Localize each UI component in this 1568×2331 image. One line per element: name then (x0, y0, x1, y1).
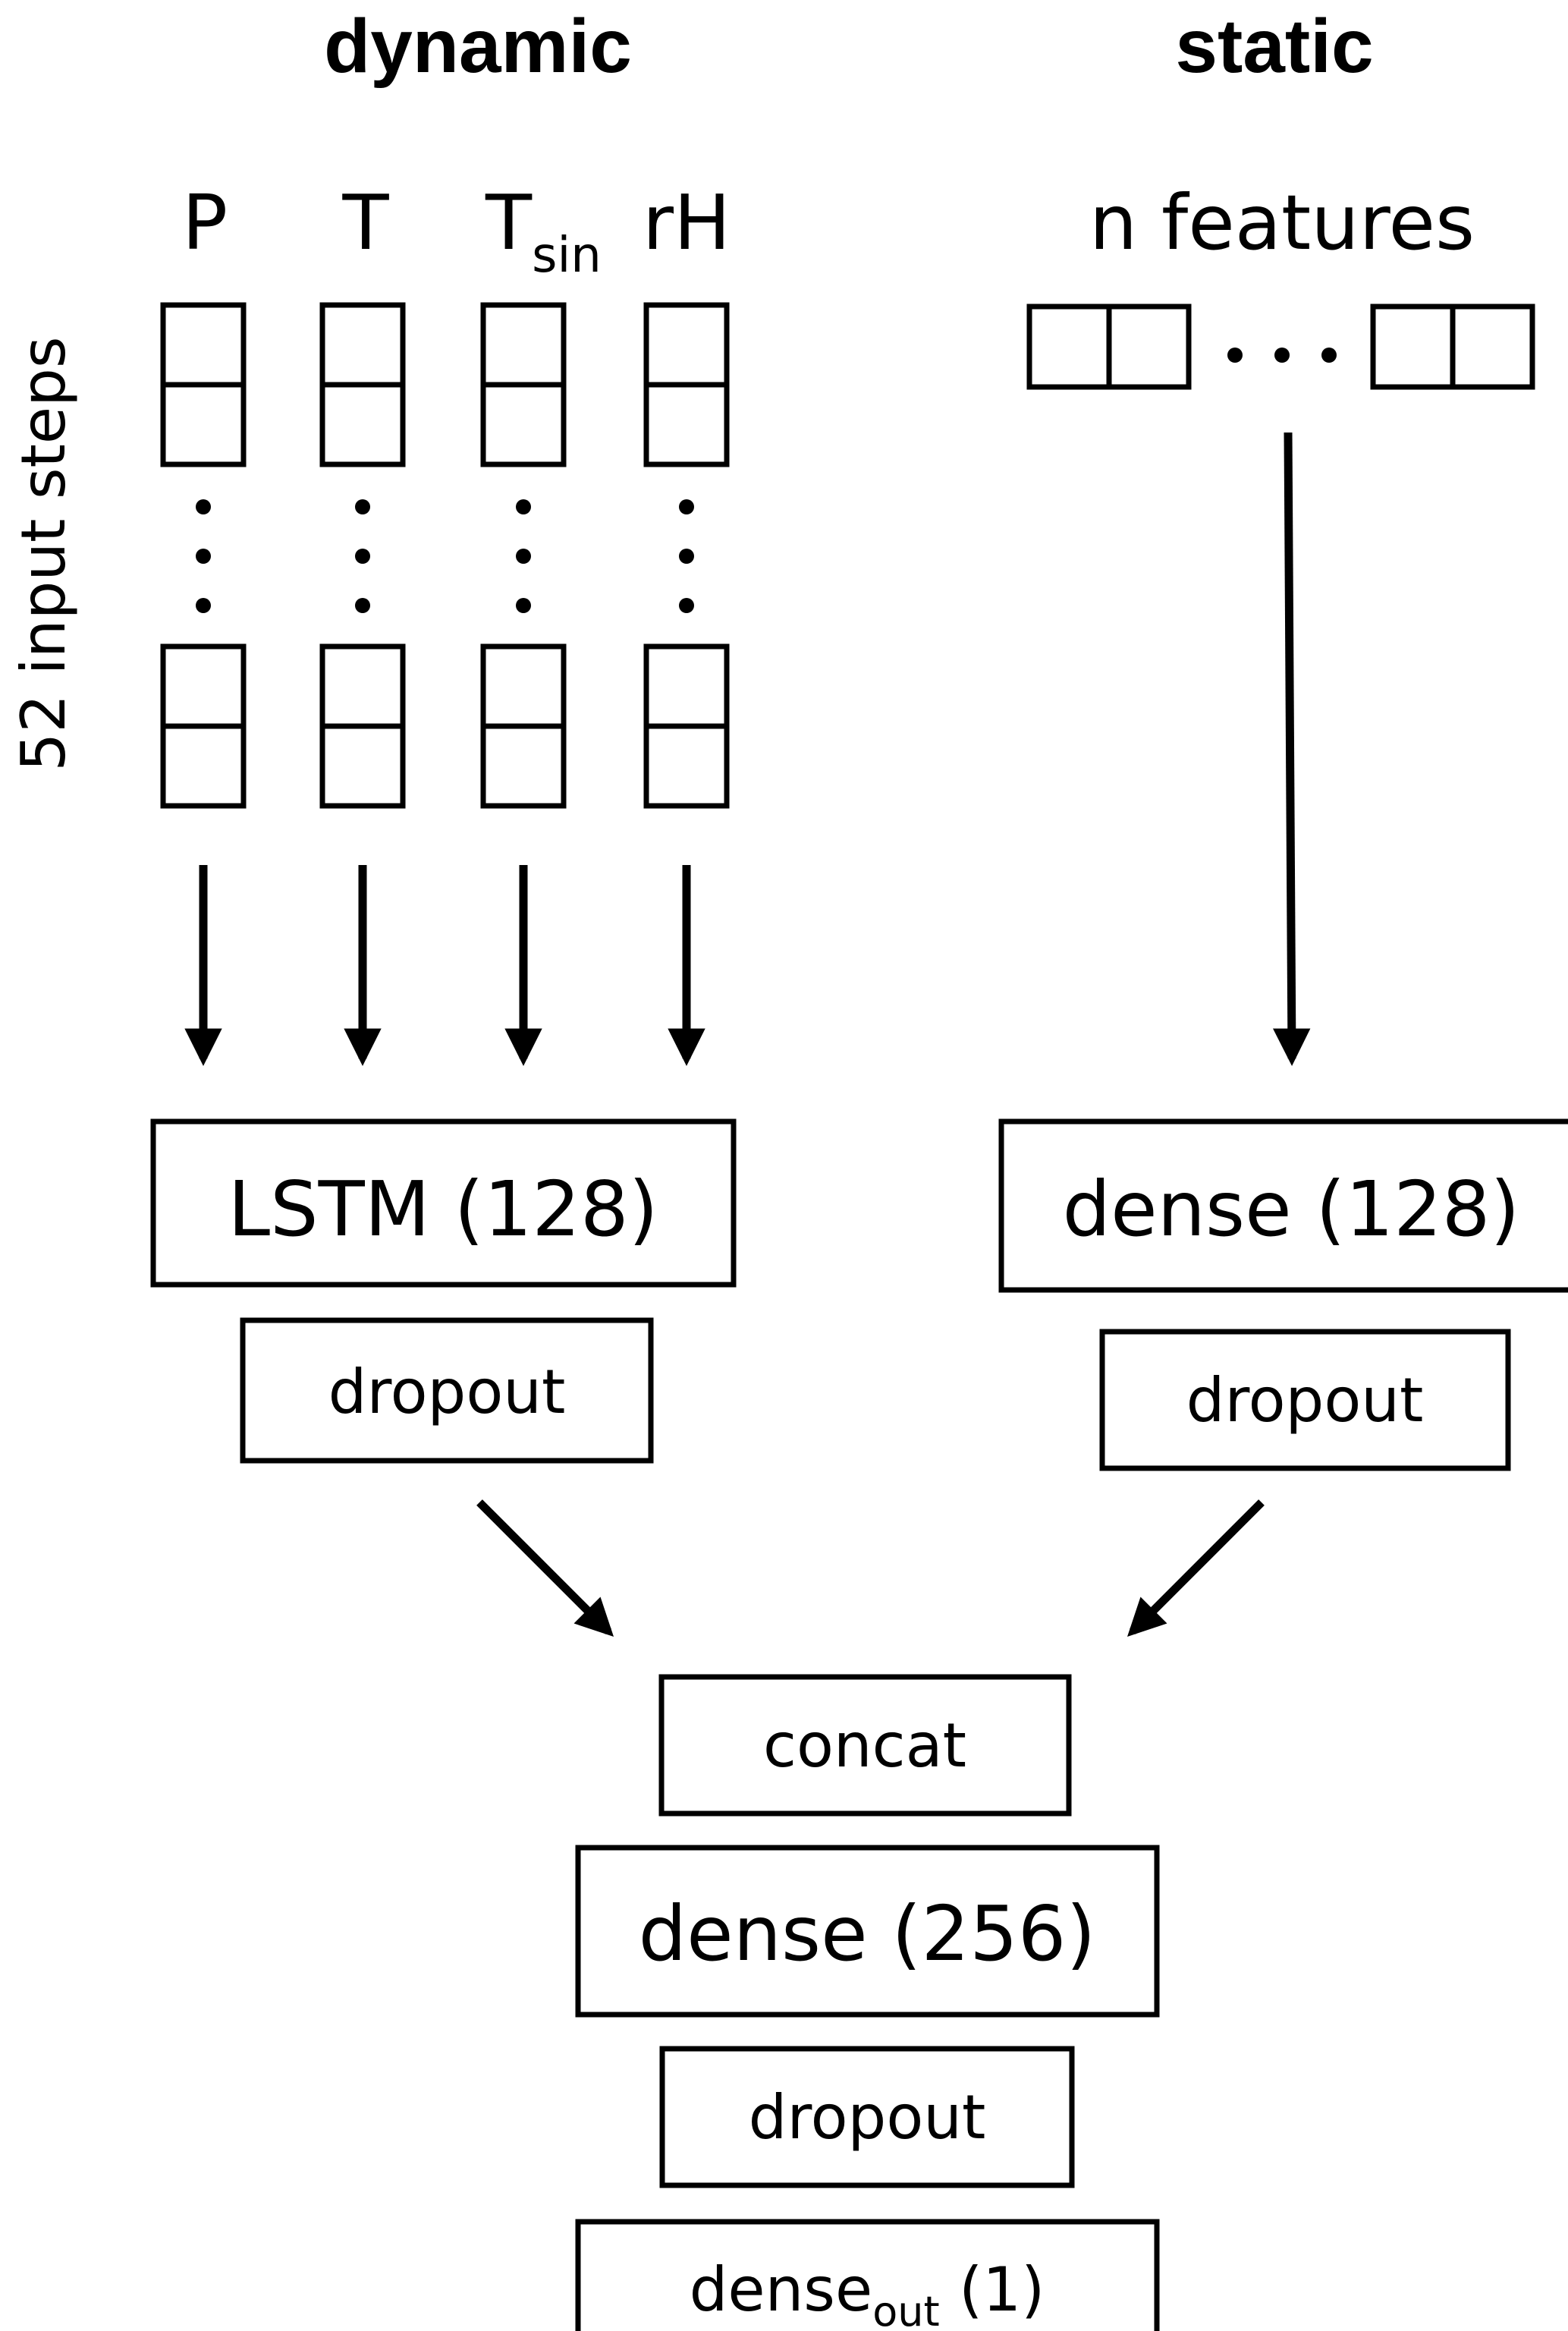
layer-dense-static: dense (128) (998, 1118, 1568, 1293)
layer-dense-out-label: denseout (1) (690, 2254, 1045, 2331)
input-label-tsin-base: T (485, 178, 533, 267)
layer-lstm-label: LSTM (128) (228, 1165, 658, 1254)
input-column-p (160, 302, 247, 809)
input-label-tsin: Tsin (485, 178, 602, 284)
input-label-rh: rH (643, 178, 731, 267)
layer-lstm: LSTM (128) (150, 1118, 737, 1288)
layer-dense-out-base: dense (690, 2254, 873, 2325)
layer-dropout-merged: dropout (659, 2046, 1075, 2188)
layer-dense-out-subscript: out (872, 2288, 939, 2331)
vertical-ellipsis-dots (196, 499, 694, 613)
input-steps-label: 52 input steps (8, 336, 79, 771)
input-column-t (319, 302, 406, 809)
input-label-p: P (182, 178, 228, 267)
static-feature-cells (1026, 304, 1535, 390)
layer-dropout-left: dropout (240, 1317, 654, 1464)
layer-dense-merged: dense (256) (575, 1845, 1160, 2018)
layer-dense-out: denseout (1) (575, 2219, 1160, 2331)
dynamic-heading: dynamic (324, 4, 632, 89)
static-heading: static (1175, 4, 1373, 89)
layer-dropout-merged-label: dropout (749, 2082, 986, 2153)
layer-concat: concat (658, 1674, 1072, 1817)
arrows (184, 432, 1311, 1637)
layer-dropout-right-label: dropout (1186, 1365, 1424, 1436)
input-label-tsin-subscript: sin (532, 228, 602, 284)
layer-concat-label: concat (763, 1710, 966, 1781)
input-column-rh (643, 302, 730, 809)
layer-dense-merged-label: dense (256) (639, 1889, 1096, 1978)
layer-dropout-left-label: dropout (328, 1357, 566, 1427)
input-label-t: T (341, 178, 389, 267)
layer-dense-out-tail: (1) (940, 2254, 1045, 2325)
layer-dropout-right: dropout (1099, 1329, 1511, 1471)
layer-dense-static-label: dense (128) (1063, 1165, 1520, 1254)
static-features-label: n features (1089, 178, 1475, 267)
input-column-tsin (480, 302, 567, 809)
horizontal-ellipsis-dots (1227, 348, 1337, 363)
